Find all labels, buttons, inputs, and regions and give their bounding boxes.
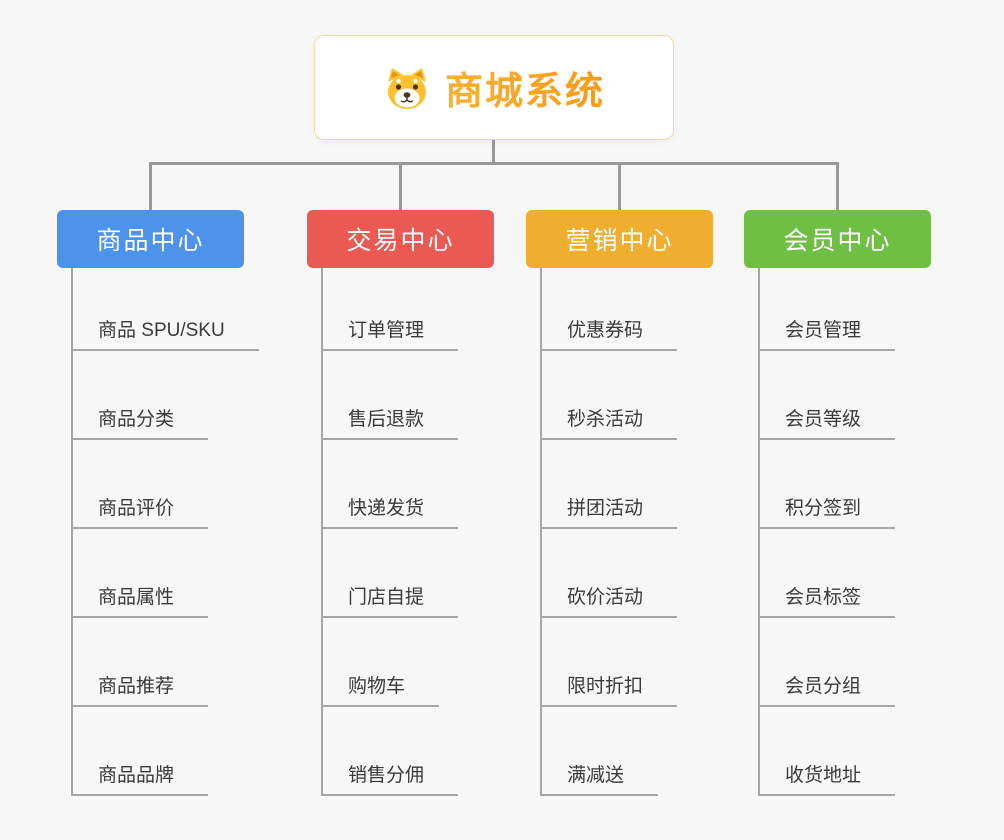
branch-spine — [71, 268, 73, 796]
mindmap-item[interactable]: 秒杀活动 — [541, 400, 678, 440]
mindmap-item[interactable]: 商品评价 — [72, 489, 209, 529]
mindmap-item[interactable]: 优惠券码 — [541, 311, 678, 351]
connector-root-drop — [492, 140, 495, 165]
branch-marketing: 营销中心 优惠券码 秒杀活动 拼团活动 砍价活动 限时折扣 满减送 — [526, 210, 786, 820]
mindmap-item[interactable]: 快递发货 — [322, 489, 459, 529]
mindmap-item[interactable]: 商品品牌 — [72, 756, 209, 796]
mindmap-item[interactable]: 满减送 — [541, 756, 659, 796]
mindmap-item[interactable]: 销售分佣 — [322, 756, 459, 796]
mindmap-item[interactable]: 收货地址 — [759, 756, 896, 796]
branch-header-product[interactable]: 商品中心 — [57, 210, 244, 268]
branch-member: 会员中心 会员管理 会员等级 积分签到 会员标签 会员分组 收货地址 — [744, 210, 1004, 820]
mindmap-item[interactable]: 商品推荐 — [72, 667, 209, 707]
mindmap-item[interactable]: 商品分类 — [72, 400, 209, 440]
mindmap-item[interactable]: 积分签到 — [759, 489, 896, 529]
branch-product: 商品中心 商品 SPU/SKU 商品分类 商品评价 商品属性 商品推荐 商品品牌 — [57, 210, 317, 820]
mindmap-item[interactable]: 限时折扣 — [541, 667, 678, 707]
branch-trade: 交易中心 订单管理 售后退款 快递发货 门店自提 购物车 销售分佣 — [307, 210, 567, 820]
connector-drop-member — [836, 164, 839, 210]
connector-drop-trade — [399, 164, 402, 210]
root-title: 商城系统 — [445, 60, 605, 115]
mindmap-item[interactable]: 门店自提 — [322, 578, 459, 618]
connector-horizontal — [149, 162, 839, 165]
mindmap-item[interactable]: 商品属性 — [72, 578, 209, 618]
mindmap-item[interactable]: 订单管理 — [322, 311, 459, 351]
branch-spine — [540, 268, 542, 796]
branch-spine — [321, 268, 323, 796]
mindmap-item[interactable]: 会员管理 — [759, 311, 896, 351]
branch-header-marketing[interactable]: 营销中心 — [526, 210, 713, 268]
connector-drop-product — [149, 164, 152, 210]
branch-header-member[interactable]: 会员中心 — [744, 210, 931, 268]
mindmap-item[interactable]: 拼团活动 — [541, 489, 678, 529]
root-node[interactable]: 商城系统 — [314, 35, 674, 140]
branch-spine — [758, 268, 760, 796]
mindmap-item[interactable]: 会员等级 — [759, 400, 896, 440]
connector-drop-marketing — [618, 164, 621, 210]
mindmap-item[interactable]: 售后退款 — [322, 400, 459, 440]
mindmap-item[interactable]: 购物车 — [322, 667, 440, 707]
mindmap-item[interactable]: 砍价活动 — [541, 578, 678, 618]
mindmap-item[interactable]: 会员分组 — [759, 667, 896, 707]
mindmap-item[interactable]: 商品 SPU/SKU — [72, 311, 259, 351]
branch-header-trade[interactable]: 交易中心 — [307, 210, 494, 268]
dog-icon — [383, 66, 431, 110]
mindmap-item[interactable]: 会员标签 — [759, 578, 896, 618]
